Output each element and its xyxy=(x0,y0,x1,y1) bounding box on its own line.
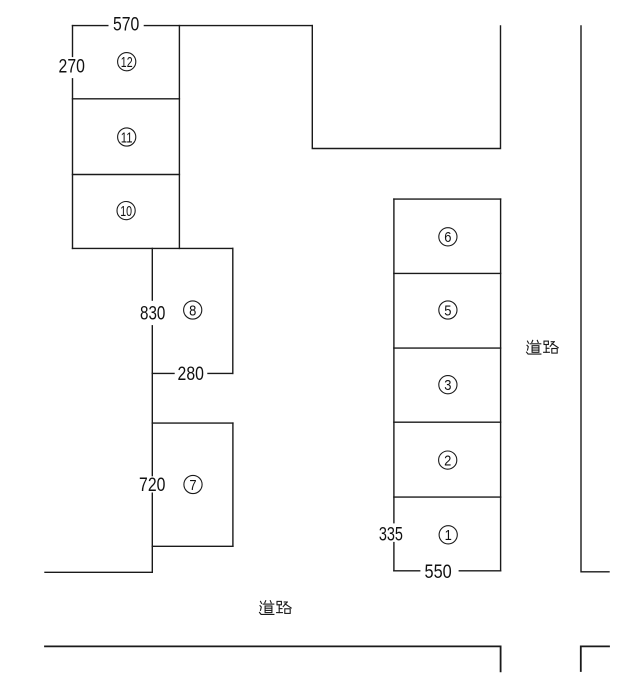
svg-text:335: 335 xyxy=(379,525,403,546)
svg-text:12: 12 xyxy=(121,54,133,71)
svg-text:10: 10 xyxy=(120,203,132,220)
svg-text:570: 570 xyxy=(113,15,139,36)
svg-text:11: 11 xyxy=(121,129,133,146)
svg-text:830: 830 xyxy=(140,304,165,325)
svg-text:280: 280 xyxy=(178,364,204,385)
svg-text:720: 720 xyxy=(139,475,165,496)
svg-text:2: 2 xyxy=(444,453,451,470)
svg-text:550: 550 xyxy=(425,562,452,583)
svg-text:8: 8 xyxy=(189,302,196,319)
svg-text:7: 7 xyxy=(189,477,196,494)
svg-text:3: 3 xyxy=(444,377,451,394)
svg-text:5: 5 xyxy=(444,302,451,319)
svg-text:270: 270 xyxy=(59,56,85,77)
svg-text:1: 1 xyxy=(445,527,452,544)
svg-text:6: 6 xyxy=(444,229,451,246)
